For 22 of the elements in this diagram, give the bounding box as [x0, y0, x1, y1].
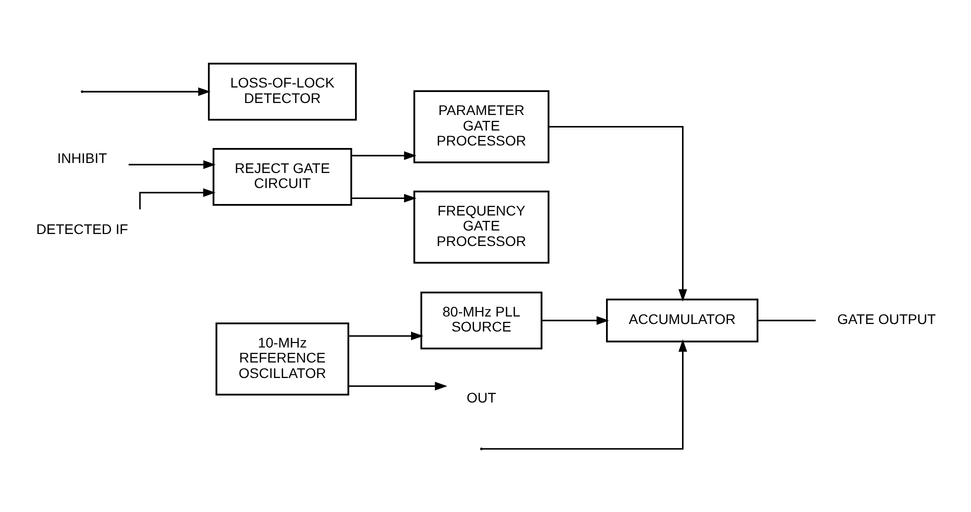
- node-box: LOSS-OF-LOCK DETECTOR: [208, 62, 357, 120]
- node-text: OUT: [466, 388, 496, 405]
- arrow: [139, 188, 216, 209]
- node-box: REJECT GATE CIRCUIT: [212, 148, 352, 206]
- arrow: [542, 316, 609, 324]
- connector: [758, 319, 816, 321]
- node-text: INHIBIT: [57, 150, 108, 166]
- arrow: [482, 338, 688, 450]
- node-box: 10-MHz REFERENCE OSCILLATOR: [216, 322, 350, 395]
- arrow: [348, 331, 424, 340]
- arrow: [351, 193, 416, 202]
- node-text: GATE OUTPUT: [837, 310, 936, 327]
- arrow: [82, 86, 211, 96]
- arrow: [128, 160, 216, 168]
- node-box: PARAMETER GATE PROCESSOR: [413, 90, 550, 163]
- arrow: [351, 150, 416, 160]
- node-text: DETECTED IF: [36, 220, 128, 237]
- node-box: FREQUENCY GATE PROCESSOR: [413, 190, 550, 264]
- arrow: [348, 381, 448, 390]
- node-box: ACCUMULATOR: [606, 298, 758, 342]
- node-box: 80-MHz PLL SOURCE: [420, 291, 542, 349]
- arrow: [549, 125, 688, 302]
